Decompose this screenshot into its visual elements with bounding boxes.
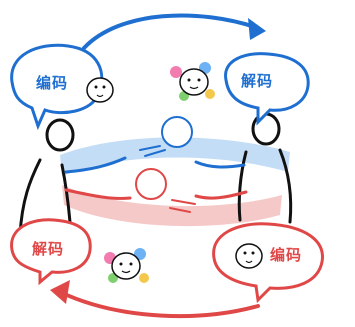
bubble-top-right: 解码 xyxy=(224,52,310,126)
left-person xyxy=(18,118,132,237)
bubble-top-right-label: 解码 xyxy=(241,72,273,90)
cartoon-face-icon xyxy=(86,77,114,103)
bubble-top-left-label: 编码 xyxy=(36,74,68,92)
top-blue-arrow xyxy=(82,13,266,50)
bubble-bottom-left: 解码 xyxy=(10,218,92,286)
creature-bottom-center-icon xyxy=(104,248,149,283)
bottom-red-arrow xyxy=(50,280,260,319)
bubble-bottom-right: 编码 xyxy=(212,222,324,304)
right-person xyxy=(194,112,293,224)
blue-channel-band xyxy=(60,137,290,176)
red-channel-band xyxy=(62,185,282,227)
creature-top-center-icon xyxy=(170,62,215,101)
bubble-top-left: 编码 xyxy=(10,43,114,131)
bubble-bottom-right-label: 编码 xyxy=(270,246,302,264)
bubble-bottom-left-label: 解码 xyxy=(32,240,64,258)
red-message-ball xyxy=(135,168,196,213)
blue-message-ball xyxy=(139,116,193,157)
cartoon-face-icon xyxy=(235,243,263,269)
